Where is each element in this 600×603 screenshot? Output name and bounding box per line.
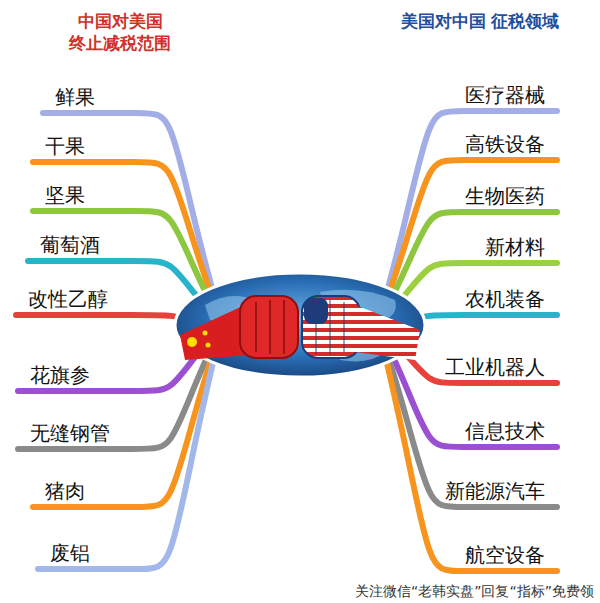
branch-label: 新能源汽车 [445, 478, 545, 504]
branch-label: 废铝 [50, 540, 90, 566]
us-fist [302, 296, 360, 358]
flag-star [187, 337, 197, 347]
branch-line [43, 113, 215, 300]
branch-label: 农机装备 [465, 286, 545, 312]
branch-lines [16, 111, 557, 571]
branch-label: 干果 [45, 133, 85, 159]
us-flag-arm [355, 305, 420, 360]
china-fist [240, 296, 298, 358]
branch-label: 航空设备 [465, 542, 545, 568]
globe-illustration [175, 273, 425, 377]
branch-label: 坚果 [45, 182, 85, 208]
branch-label: 医疗器械 [465, 82, 545, 108]
watermark: 关注微信“老韩实盘”回复“指标”免费领 [352, 581, 597, 601]
branch-label: 猪肉 [45, 478, 85, 504]
branch-label: 鲜果 [55, 84, 95, 110]
fist-knuckles [316, 300, 344, 354]
branch-label: 花旗参 [30, 362, 90, 388]
branch-label: 葡萄酒 [40, 232, 100, 258]
flag-star [206, 343, 211, 348]
branch-line [385, 111, 557, 299]
branch-label: 改性乙醇 [28, 286, 108, 312]
globe-ellipse [175, 273, 425, 377]
fist-knuckles [256, 300, 284, 354]
branch-line [385, 355, 557, 571]
branch-label: 新材料 [485, 234, 545, 260]
branch-label: 高铁设备 [465, 131, 545, 157]
flag-star [203, 331, 208, 336]
branch-label: 生物医药 [465, 183, 545, 209]
side-heading: 美国对中国 征税领域 [400, 10, 560, 32]
branch-label: 工业机器人 [445, 354, 545, 380]
branch-label: 信息技术 [465, 418, 545, 444]
side-heading: 中国对美国 终止减税范围 [40, 10, 200, 54]
branch-label: 无缝钢管 [30, 420, 110, 446]
